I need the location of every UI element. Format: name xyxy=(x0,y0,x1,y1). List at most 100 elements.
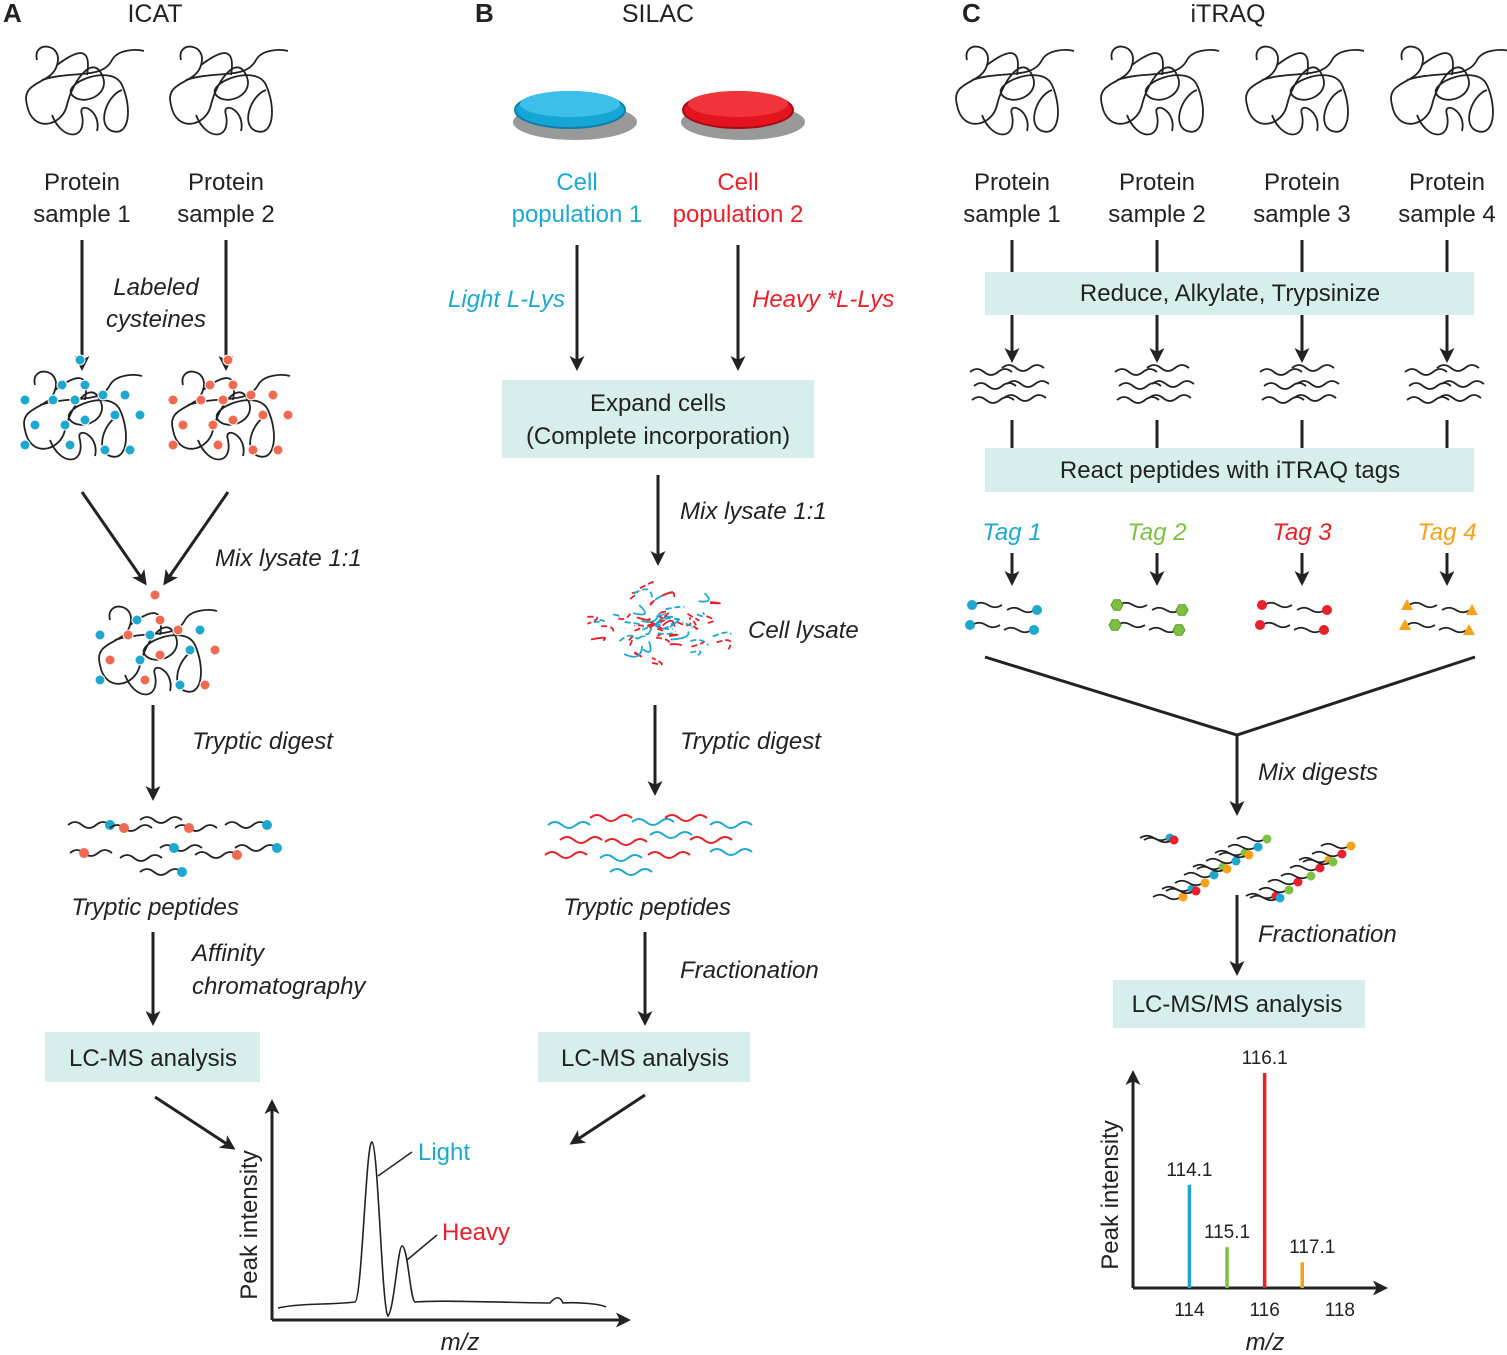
sample-label: sample 2 xyxy=(177,201,274,228)
label-dot xyxy=(19,394,31,406)
lysate-fragment xyxy=(686,612,700,622)
label-dot xyxy=(194,624,206,636)
sample-label: Protein xyxy=(1264,169,1340,196)
peptide xyxy=(1406,396,1450,404)
lysate-fragment xyxy=(641,612,661,624)
tag-marker xyxy=(1209,870,1219,880)
lysate-fragment xyxy=(654,624,674,631)
peptide xyxy=(224,821,268,829)
sample-label: sample 4 xyxy=(1398,201,1495,228)
tag-marker xyxy=(1244,850,1254,860)
tag-marker xyxy=(1319,625,1329,635)
tag-marker xyxy=(1306,871,1316,881)
lysate-fragment xyxy=(639,580,656,589)
sample-label: Protein xyxy=(974,169,1050,196)
label-dot xyxy=(56,379,68,391)
ms-spectrum-light-heavy: Light Heavy Peak intensity m/z xyxy=(236,1099,631,1355)
lysate-fragment xyxy=(601,625,615,634)
lysate-fragment xyxy=(649,600,655,606)
peptide xyxy=(139,816,183,824)
peptide xyxy=(1151,606,1181,614)
peptide xyxy=(609,868,653,876)
sample-label: Protein xyxy=(44,169,120,196)
tag-marker xyxy=(1293,877,1303,887)
tag-marker xyxy=(965,620,975,630)
label-dot xyxy=(119,823,129,833)
lysate-fragment xyxy=(664,617,684,624)
label-dot xyxy=(99,444,111,456)
tag-marker xyxy=(1108,619,1122,631)
peptide xyxy=(1236,835,1266,843)
label-dot xyxy=(227,414,239,426)
lysate-fragment xyxy=(669,643,683,647)
label-dot xyxy=(79,414,91,426)
step-label: chromatography xyxy=(192,973,367,1000)
peptide xyxy=(1263,382,1307,390)
protein-icon xyxy=(1100,45,1220,136)
peptide xyxy=(1302,858,1332,866)
peptide xyxy=(1263,601,1293,609)
lysate-fragment xyxy=(628,635,634,648)
arrow xyxy=(154,1095,236,1150)
step-label: Tryptic peptides xyxy=(71,894,239,921)
tag-marker xyxy=(1322,605,1332,615)
lysate-fragment xyxy=(668,633,679,637)
label-dot xyxy=(247,444,259,456)
tag-marker xyxy=(1328,857,1338,867)
arrow xyxy=(80,491,147,586)
tag-marker xyxy=(1315,863,1325,873)
sample-label: sample 1 xyxy=(33,201,130,228)
label-dot xyxy=(79,848,89,858)
label-dot xyxy=(104,654,116,666)
tag-marker xyxy=(1032,605,1042,615)
lysate-fragment xyxy=(633,651,643,658)
peptide xyxy=(1114,368,1158,376)
cell-lysate-icon xyxy=(587,580,732,666)
peptide xyxy=(1311,850,1341,858)
peptide xyxy=(1289,864,1319,872)
lysate-fragment xyxy=(706,615,715,625)
x-tick-label: 114 xyxy=(1174,1300,1205,1321)
peptide xyxy=(971,621,1001,629)
peptide xyxy=(1143,836,1173,844)
label-dot xyxy=(209,644,221,656)
light-peak-label: Light xyxy=(418,1139,470,1166)
sample-label: sample 2 xyxy=(1108,201,1205,228)
label-dot xyxy=(122,629,134,641)
peptide xyxy=(159,844,203,852)
peptide xyxy=(649,831,693,839)
peptide xyxy=(647,851,691,859)
peak-label: 115.1 xyxy=(1204,1222,1250,1243)
label-dot xyxy=(154,649,166,661)
peptide xyxy=(1152,893,1182,901)
heavy-lys-label: Heavy *L-Lys xyxy=(752,286,894,313)
peptide xyxy=(1261,621,1291,629)
label-dot xyxy=(204,379,216,391)
peptide xyxy=(709,848,753,856)
step-label: Fractionation xyxy=(1258,921,1397,948)
peptide xyxy=(1438,626,1468,634)
label-dot xyxy=(109,409,121,421)
protein-icon xyxy=(169,45,289,136)
step-label: Labeled xyxy=(113,274,199,301)
peptide xyxy=(1205,857,1235,865)
lysate-fragment xyxy=(623,646,644,658)
peptide xyxy=(119,854,163,862)
tag-marker xyxy=(1178,892,1188,902)
label-dot xyxy=(154,614,166,626)
sample-label: Protein xyxy=(188,169,264,196)
panel-letter: B xyxy=(475,0,494,28)
y-axis-label: Peak intensity xyxy=(236,1150,263,1299)
peptide xyxy=(1183,871,1213,879)
label-dot xyxy=(195,394,207,406)
peptide xyxy=(709,821,753,829)
peptide xyxy=(604,838,648,846)
panel-title: iTRAQ xyxy=(1191,0,1266,28)
petri-dish-red xyxy=(681,91,805,140)
tag-marker xyxy=(1200,878,1210,888)
label-dot xyxy=(172,624,184,636)
peptide xyxy=(1165,887,1195,895)
label-dot xyxy=(282,409,294,421)
